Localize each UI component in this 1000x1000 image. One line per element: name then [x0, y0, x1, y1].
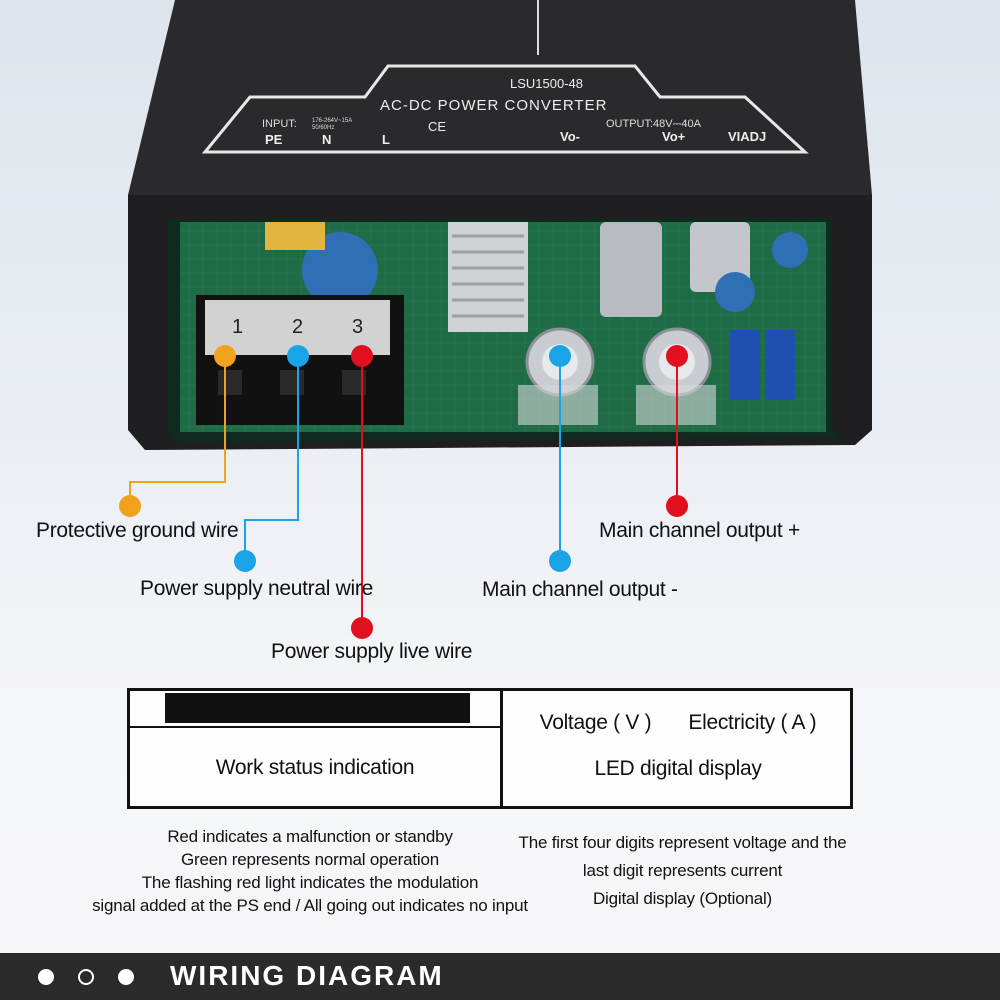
ce-mark: CE — [428, 119, 446, 134]
terminal-label-viadj: VIADJ — [728, 129, 766, 144]
footer-bar: WIRING DIAGRAM — [0, 953, 1000, 1000]
ground-dot — [119, 495, 141, 517]
terminal-label-n: N — [322, 132, 331, 147]
callout-neutral-wire: Power supply neutral wire — [140, 577, 373, 600]
dot-filled-1 — [38, 969, 54, 985]
product-name-label: AC-DC POWER CONVERTER — [380, 97, 607, 114]
note-left-2: Green represents normal operation — [181, 850, 439, 869]
voltage-current-row: Voltage ( V ) Electricity ( A ) — [503, 711, 853, 735]
footer-title: WIRING DIAGRAM — [170, 960, 444, 991]
output-label: OUTPUT:48V⎓40A — [606, 118, 702, 130]
table-divider-vertical — [500, 691, 503, 806]
model-label: LSU1500-48 — [510, 76, 583, 91]
note-left-1: Red indicates a malfunction or standby — [167, 827, 453, 846]
input-range: 176-264V~15A — [312, 118, 352, 124]
power-supply-illustration: 1 2 3 LSU1500-48 AC-DC POWER CONVERTER I… — [128, 0, 872, 450]
voltage-label: Voltage ( V ) — [539, 711, 652, 734]
info-table: Work status indication Voltage ( V ) Ele… — [127, 688, 853, 809]
terminal-label-vo-plus: Vo+ — [662, 129, 686, 144]
table-divider-horizontal — [130, 726, 500, 728]
dot-filled-2 — [118, 969, 134, 985]
neutral-dot — [234, 550, 256, 572]
terminal-number-3: 3 — [352, 316, 363, 338]
terminal-number-2: 2 — [292, 316, 303, 338]
work-status-label: Work status indication — [215, 756, 415, 779]
terminal-label-vo-minus: Vo- — [560, 129, 580, 144]
note-right-3: Digital display (Optional) — [592, 889, 773, 908]
terminal-number-1: 1 — [232, 316, 243, 338]
callout-output-minus: Main channel output - — [482, 578, 678, 601]
status-indicator-bar — [165, 693, 470, 723]
input-label: INPUT: — [262, 118, 297, 130]
note-left-4: signal added at the PS end / All going o… — [92, 896, 528, 915]
terminal-label-pe: PE — [265, 132, 283, 147]
note-right-1: The first four digits represent voltage … — [518, 833, 847, 852]
note-left-3: The flashing red light indicates the mod… — [141, 873, 479, 892]
current-label: Electricity ( A ) — [688, 711, 817, 734]
output-minus-dot — [549, 550, 571, 572]
output-plus-dot — [666, 495, 688, 517]
input-frequency: 50/60Hz — [312, 125, 334, 131]
dot-outline — [78, 969, 94, 985]
live-dot — [351, 617, 373, 639]
terminal-label-l: L — [382, 132, 390, 147]
callout-protective-ground: Protective ground wire — [36, 519, 239, 542]
led-display-label: LED digital display — [594, 757, 762, 780]
callout-output-plus: Main channel output + — [599, 519, 800, 542]
callout-live-wire: Power supply live wire — [271, 640, 473, 663]
note-right-2: last digit represents current — [582, 861, 783, 880]
